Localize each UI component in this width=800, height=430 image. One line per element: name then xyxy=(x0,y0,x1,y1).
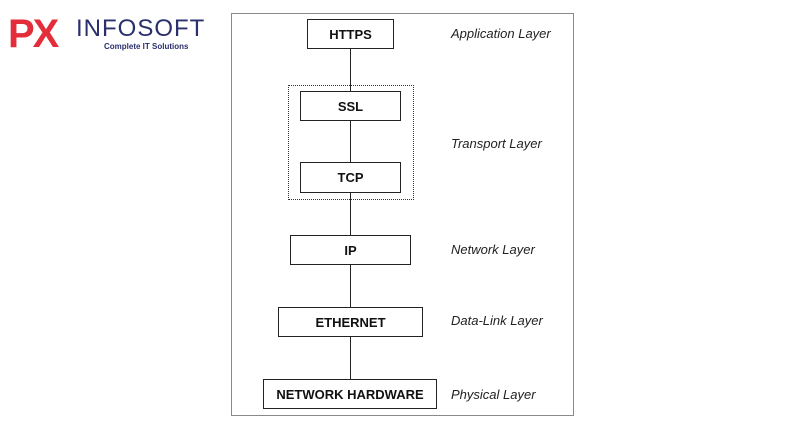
connector-https-ssl xyxy=(350,48,351,91)
connector-ip-ethernet xyxy=(350,265,351,307)
brand-logo: PX INFOSOFT Complete IT Solutions xyxy=(8,14,208,54)
layer-label-transport: Transport Layer xyxy=(451,136,542,151)
diagram-frame-top xyxy=(231,13,574,14)
https-box: HTTPS xyxy=(307,19,394,49)
layer-label-network: Network Layer xyxy=(451,242,535,257)
network-hardware-box: NETWORK HARDWARE xyxy=(263,379,437,409)
connector-ssl-tcp xyxy=(350,120,351,162)
connector-tcp-ip xyxy=(350,192,351,235)
transport-group-border xyxy=(288,85,414,200)
ethernet-box: ETHERNET xyxy=(278,307,423,337)
logo-tagline: Complete IT Solutions xyxy=(104,42,189,51)
tcp-box: TCP xyxy=(300,162,401,193)
layer-label-application: Application Layer xyxy=(451,26,551,41)
ssl-box: SSL xyxy=(300,91,401,121)
connector-ethernet-hardware xyxy=(350,337,351,379)
ip-box: IP xyxy=(290,235,411,265)
logo-wordmark: INFOSOFT xyxy=(76,15,206,42)
diagram-frame xyxy=(231,13,574,416)
logo-mark: PX xyxy=(8,12,59,56)
layer-label-data-link: Data-Link Layer xyxy=(451,313,543,328)
layer-label-physical: Physical Layer xyxy=(451,387,536,402)
